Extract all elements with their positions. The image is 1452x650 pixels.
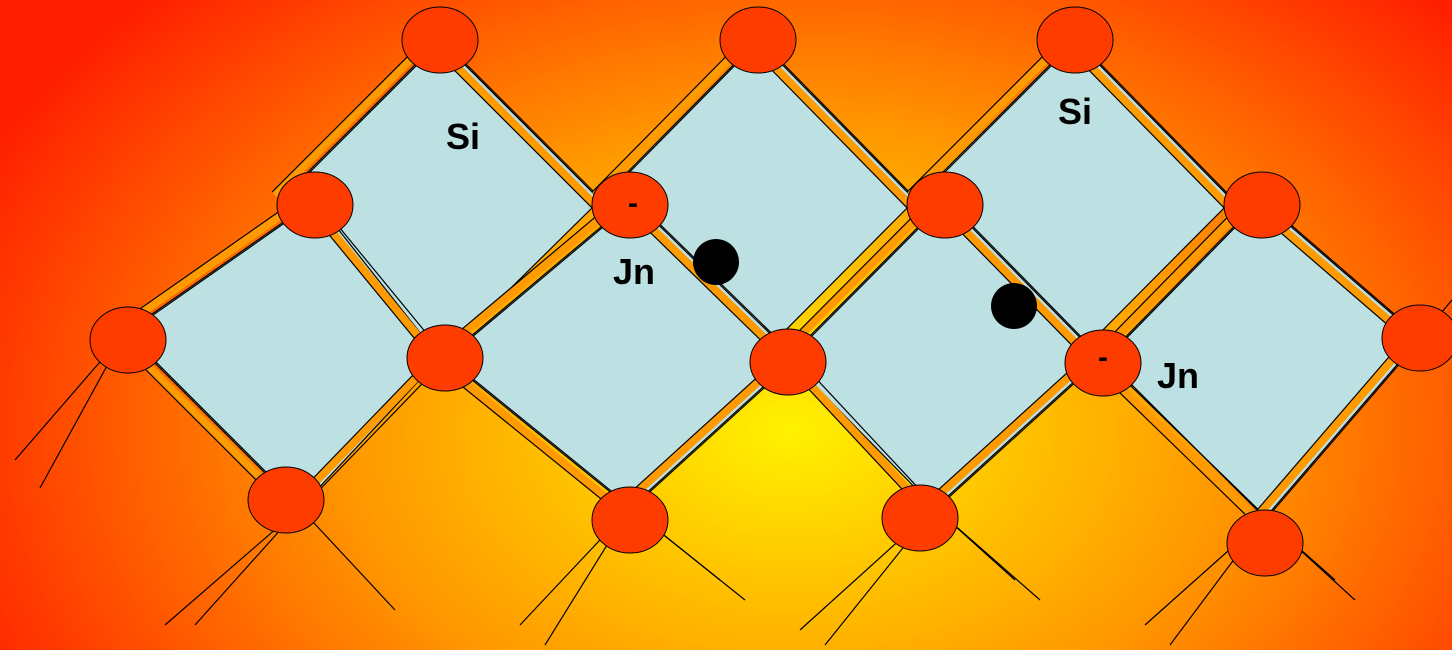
bond-line (118, 190, 309, 325)
jn-label-left: Jn (613, 251, 656, 292)
silicon-atom (1226, 509, 1304, 577)
lattice-atoms (89, 6, 1452, 577)
bond-line (749, 47, 908, 209)
free-electron (991, 283, 1037, 329)
bond-line (437, 366, 624, 518)
silicon-atom (591, 486, 669, 554)
bond-line (1066, 47, 1225, 209)
bond-line (1265, 338, 1422, 520)
jn-label-right: Jn (1157, 355, 1200, 396)
silicon-atom (89, 306, 167, 374)
free-electrons (693, 239, 1037, 329)
silicon-atom (1223, 171, 1301, 239)
lattice-cells (124, 39, 1421, 519)
bond-line (906, 31, 1068, 193)
silicon-atom (881, 484, 959, 552)
silicon-atom (906, 171, 984, 239)
bond-band (438, 360, 629, 517)
silicon-atom (749, 328, 827, 396)
silicon-atom (276, 171, 354, 239)
bond-band (907, 32, 1073, 198)
bond-band (592, 32, 756, 198)
bond-band (927, 349, 1098, 506)
free-electron (693, 239, 739, 285)
bond-band (750, 42, 913, 208)
bond-line (795, 356, 937, 508)
silicon-atom (591, 171, 669, 239)
bond-line (1256, 330, 1412, 512)
bond-band (432, 42, 598, 208)
bond-line (758, 38, 917, 200)
bond-line (271, 31, 433, 193)
bond-band (1256, 330, 1418, 517)
silicon-atom (401, 6, 479, 74)
silicon-atom (247, 466, 325, 534)
bond-line (591, 31, 751, 193)
bond-line (1096, 191, 1253, 351)
silicon-atom (406, 324, 484, 392)
bond-line (445, 356, 632, 508)
silicon-atom (1064, 329, 1142, 397)
bond-line (431, 47, 593, 209)
si-label-right: Si (1058, 91, 1093, 132)
bond-line (440, 38, 602, 200)
bond-band (1067, 42, 1230, 208)
si-label-left: Si (446, 116, 481, 157)
charge-label-left: - (628, 187, 638, 220)
bond-line (1075, 38, 1234, 200)
silicon-atom (719, 6, 797, 74)
bond-stub-line (299, 507, 396, 611)
bond-band (272, 32, 438, 198)
charge-label-right: - (1098, 341, 1108, 374)
bond-line (927, 349, 1093, 501)
silicon-atom (1036, 6, 1114, 74)
silicon-atom (1381, 304, 1452, 372)
